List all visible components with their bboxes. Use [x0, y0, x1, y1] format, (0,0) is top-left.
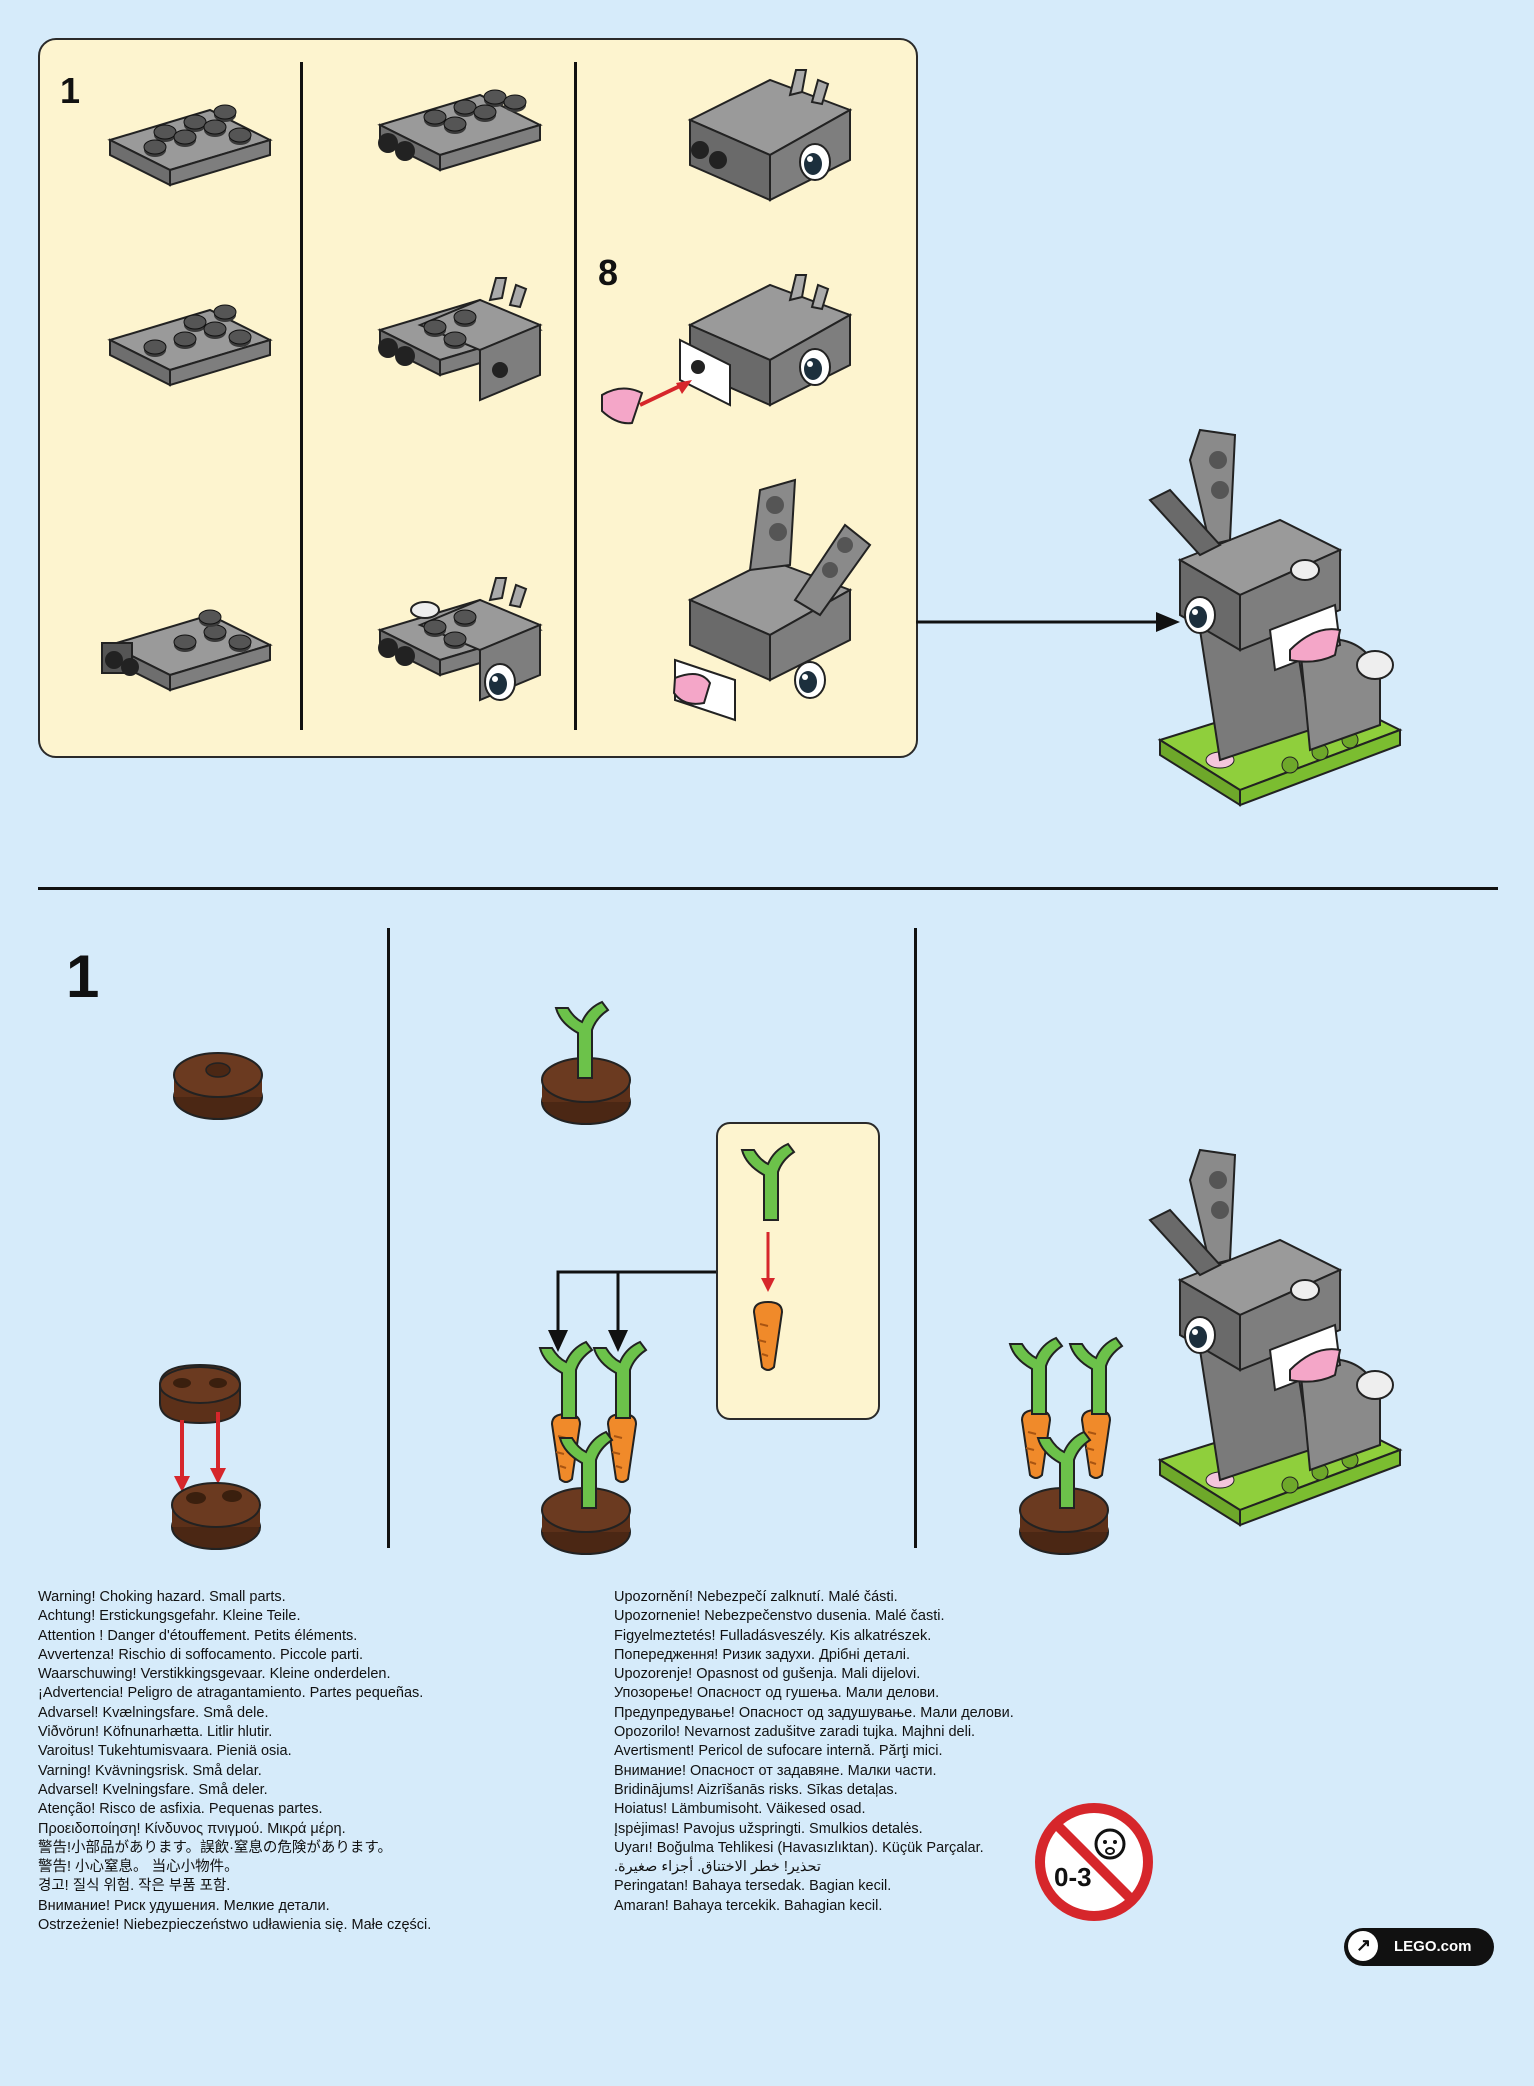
warning-line: Bridinājums! Aizrīšanās risks. Sīkas det…	[614, 1781, 898, 1798]
warning-line: Advarsel! Kvelningsfare. Små deler.	[38, 1781, 268, 1798]
warning-line: Varoitus! Tukehtumisvaara. Pieniä osia.	[38, 1743, 292, 1760]
lego-link-label: LEGO.com	[1394, 1938, 1472, 1955]
warning-line: Įspėjimas! Pavojus užspringti. Smulkios …	[614, 1820, 923, 1837]
warning-line: Avertisment! Pericol de sufocare internă…	[614, 1743, 943, 1760]
warning-line: Attention ! Danger d'étouffement. Petits…	[38, 1627, 358, 1644]
warning-line: Προειδοποίηση! Κίνδυνος πνιγμού. Μικρά μ…	[38, 1820, 346, 1837]
warning-line: Warning! Choking hazard. Small parts.	[38, 1589, 286, 1605]
section-divider	[38, 887, 1498, 890]
warning-line: Amaran! Bahaya tercekik. Bahagian kecil.	[614, 1897, 883, 1914]
warning-line: 경고! 질식 위험. 작은 부품 포함.	[38, 1878, 231, 1895]
warning-line: تحذير! خطر الاختناق. أجزاء صغيرة.	[614, 1859, 821, 1876]
panel-divider-1	[300, 62, 303, 730]
warning-line: Upozornenie! Nebezpečenstvo dusenia. Mal…	[614, 1608, 945, 1625]
warning-line: Advarsel! Kvælningsfare. Små dele.	[38, 1704, 269, 1721]
age-warning-icon: 0-3	[1034, 1802, 1154, 1922]
warning-line: Waarschuwing! Verstikkingsgevaar. Kleine…	[38, 1666, 391, 1683]
warning-line: Viðvörun! Köfnunarhætta. Litlir hlutir.	[38, 1724, 273, 1741]
warning-line: Попередження! Ризик задухи. Дрібні детал…	[614, 1646, 911, 1663]
warning-line: Avvertenza! Rischio di soffocamento. Pic…	[38, 1646, 364, 1663]
bottom-divider-1	[387, 928, 390, 1548]
warning-line: Upozornění! Nebezpečí zalknutí. Malé čás…	[614, 1589, 898, 1605]
arrow-up-right-icon: ↗	[1356, 1935, 1372, 1955]
warning-line: Peringatan! Bahaya tersedak. Bagian keci…	[614, 1878, 892, 1895]
step-number-top-1: 1	[60, 70, 81, 111]
warning-line: Uyarı! Boğulma Tehlikesi (Havasızlıktan)…	[614, 1839, 984, 1856]
top-build-illustrations	[101, 69, 1403, 807]
step-number-top-8: 8	[598, 252, 619, 293]
warning-line: 警告! 小心窒息。 当心小物件。	[38, 1859, 239, 1876]
warnings-left-column: Warning! Choking hazard. Small parts. Ac…	[38, 1588, 431, 1935]
warning-line: Figyelmeztetés! Fulladásveszély. Kis alk…	[614, 1627, 932, 1644]
warning-line: Ostrzeżenie! Niebezpieczeństwo udławieni…	[38, 1917, 432, 1934]
warning-line: Упозорење! Опасност од гушења. Мали дело…	[614, 1685, 940, 1702]
callout-box	[716, 1122, 880, 1420]
age-warning-label: 0-3	[1054, 1862, 1092, 1892]
warnings-right-column: Upozornění! Nebezpečí zalknutí. Malé čás…	[614, 1588, 1014, 1916]
warning-line: Upozorenje! Opasnost od gušenja. Mali di…	[614, 1666, 921, 1683]
warning-line: ¡Advertencia! Peligro de atragantamiento…	[38, 1685, 424, 1702]
warning-line: Внимание! Риск удушения. Мелкие детали.	[38, 1897, 330, 1914]
bottom-build-illustrations	[159, 1001, 1403, 1555]
warning-line: Hoiatus! Lämbumisoht. Väikesed osad.	[614, 1801, 866, 1818]
warning-line: Предупредување! Опасност од задушување. …	[614, 1704, 1014, 1721]
panel-divider-2	[574, 62, 577, 730]
warning-line: Atenção! Risco de asfixia. Pequenas part…	[38, 1801, 323, 1818]
lego-link-button[interactable]: ↗ LEGO.com	[1344, 1928, 1494, 1966]
warning-line: 警告!小部品があります。誤飲·窒息の危険があります。	[38, 1839, 392, 1856]
warning-line: Achtung! Erstickungsgefahr. Kleine Teile…	[38, 1608, 301, 1625]
warning-line: Varning! Kvävningsrisk. Små delar.	[38, 1762, 262, 1779]
warning-line: Opozorilo! Nevarnost zadušitve zaradi tu…	[614, 1724, 976, 1741]
step-number-bottom-1: 1	[66, 943, 100, 1010]
arrow-circle-icon	[1348, 1931, 1378, 1961]
bottom-divider-2	[914, 928, 917, 1548]
warning-line: Внимание! Опасност от задавяне. Малки ча…	[614, 1762, 937, 1779]
